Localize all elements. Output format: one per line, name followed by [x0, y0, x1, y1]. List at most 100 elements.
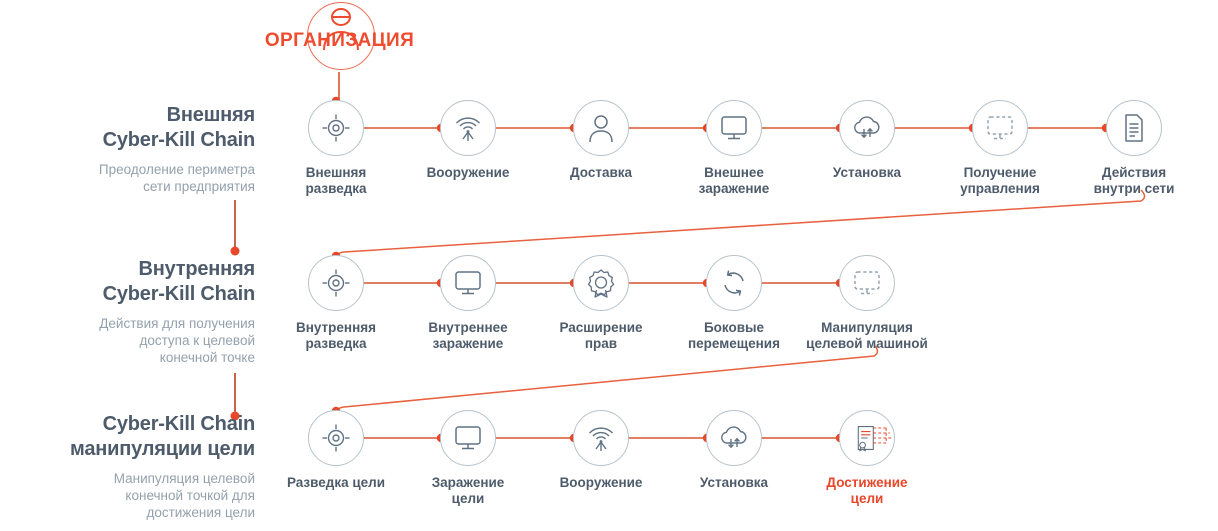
cloud-sync-icon: [854, 116, 880, 139]
row-subtitle-line3: конечной точке: [159, 350, 255, 365]
node-label-line1: Внешняя: [305, 165, 367, 180]
node-label-line1: Расширение: [559, 320, 643, 335]
node-goal-achievement[interactable]: Достижение цели: [817, 410, 917, 507]
person-in-circle-icon: [323, 8, 359, 51]
node-circle[interactable]: [573, 100, 629, 156]
node-label-line2: заражение: [432, 336, 504, 351]
node-label: Боковые перемещения: [684, 320, 784, 352]
node-label: Манипуляция целевой машиной: [792, 320, 942, 352]
row-subtitle-line1: Действия для получения: [99, 316, 255, 331]
node-internal-recon[interactable]: Внутренняя разведка: [286, 255, 386, 352]
target-icon: [322, 424, 350, 452]
node-circle[interactable]: [308, 410, 364, 466]
node-external-recon[interactable]: Внешняя разведка: [286, 100, 386, 197]
node-circle[interactable]: [706, 255, 762, 311]
node-command-control[interactable]: Получение управления: [950, 100, 1050, 197]
row-title-line1: Внутренняя: [138, 258, 255, 280]
node-circle[interactable]: [839, 410, 895, 466]
target-icon: [322, 114, 350, 142]
row-heading-external: Внешняя Cyber-Kill Chain Преодоление пер…: [25, 103, 255, 195]
node-circle[interactable]: [1106, 100, 1162, 156]
node-label-line1: Заражение: [431, 475, 505, 490]
node-external-infection[interactable]: Внешнее заражение: [684, 100, 784, 197]
node-label-line2: разведка: [305, 336, 367, 351]
node-label: Вооружение: [418, 165, 518, 181]
node-label: Заражение цели: [418, 475, 518, 507]
node-target-infection[interactable]: Заражение цели: [418, 410, 518, 507]
antenna-signal-icon: [455, 117, 481, 141]
node-label-line2: разведка: [305, 181, 367, 196]
row-subtitle-line3: достижения цели: [146, 505, 255, 520]
monitor-dashed-icon: [854, 271, 880, 295]
node-label: Внешняя разведка: [286, 165, 386, 197]
node-label-line1: Внутреннее: [428, 320, 508, 335]
node-circle[interactable]: [706, 410, 762, 466]
node-label-line1: Доставка: [569, 165, 633, 180]
node-circle[interactable]: [573, 255, 629, 311]
node-internal-infection[interactable]: Внутреннее заражение: [418, 255, 518, 352]
circular-arrows-icon: [724, 270, 744, 296]
row1-to-row2-connector: [335, 189, 1146, 260]
node-target-recon[interactable]: Разведка цели: [286, 410, 386, 491]
monitor-icon: [721, 116, 747, 140]
row-subtitle-line2: сети предприятия: [143, 179, 255, 194]
row-title-line2: Cyber-Kill Chain: [102, 129, 256, 151]
node-privilege-escalation[interactable]: Расширение прав: [551, 255, 651, 352]
monitor-icon: [455, 271, 481, 295]
node-circle[interactable]: [440, 255, 496, 311]
monitor-icon: [455, 426, 481, 450]
node-label: Установка: [817, 165, 917, 181]
node-circle[interactable]: [308, 100, 364, 156]
node-label: Внутреннее заражение: [418, 320, 518, 352]
node-label-line2: целевой машиной: [806, 336, 928, 351]
node-target-weaponization[interactable]: Вооружение: [551, 410, 651, 491]
node-label-line1: Вооружение: [559, 475, 643, 490]
node-label-line1: Действия: [1101, 165, 1167, 180]
document-icon: [1125, 114, 1143, 142]
node-circle[interactable]: [972, 100, 1028, 156]
node-label-line1: Установка: [699, 475, 769, 490]
row-heading-target: Cyber-Kill Chain манипуляции цели Манипу…: [25, 412, 255, 521]
node-weaponization[interactable]: Вооружение: [418, 100, 518, 181]
certificate-breach-icon: [857, 426, 892, 452]
node-label-line1: Внешнее: [704, 165, 764, 180]
organization-badge: ОРГАНИЗАЦИЯ: [262, 0, 417, 88]
node-label: Вооружение: [551, 475, 651, 491]
node-label-line1: Получение: [963, 165, 1037, 180]
cloud-sync-icon: [721, 426, 747, 449]
node-circle[interactable]: [839, 255, 895, 311]
node-delivery[interactable]: Доставка: [551, 100, 651, 181]
node-label-line1: Боковые: [703, 320, 765, 335]
node-label-line2: управления: [960, 181, 1040, 196]
node-label-line1: Вооружение: [426, 165, 510, 180]
row-subtitle-line1: Преодоление периметра: [98, 162, 255, 177]
row-title-line1: Cyber-Kill Chain: [102, 413, 256, 435]
antenna-signal-icon: [588, 427, 614, 451]
node-circle[interactable]: [308, 255, 364, 311]
node-label-line2: прав: [584, 336, 618, 351]
node-label: Расширение прав: [551, 320, 651, 352]
node-target-installation[interactable]: Установка: [684, 410, 784, 491]
node-lateral-movement[interactable]: Боковые перемещения: [684, 255, 784, 352]
node-label: Получение управления: [950, 165, 1050, 197]
node-label: Доставка: [551, 165, 651, 181]
node-label-line2: перемещения: [688, 336, 780, 351]
node-circle[interactable]: [706, 100, 762, 156]
node-circle[interactable]: [839, 100, 895, 156]
node-label: Внешнее заражение: [684, 165, 784, 197]
node-installation[interactable]: Установка: [817, 100, 917, 181]
node-label-line2: цели: [451, 491, 485, 506]
heading-stem-dot-1: [230, 246, 240, 256]
row-subtitle-line2: конечной точкой для: [125, 488, 255, 503]
node-actions-on-network[interactable]: Действия внутри сети: [1084, 100, 1184, 197]
node-label: Установка: [684, 475, 784, 491]
node-label-line1: Установка: [832, 165, 902, 180]
node-circle[interactable]: [440, 410, 496, 466]
node-circle[interactable]: [440, 100, 496, 156]
node-circle[interactable]: [573, 410, 629, 466]
node-target-manipulation[interactable]: Манипуляция целевой машиной: [806, 255, 928, 352]
person-icon: [589, 115, 613, 143]
monitor-dashed-icon: [987, 116, 1013, 140]
organization-circle-outline: [307, 2, 375, 70]
